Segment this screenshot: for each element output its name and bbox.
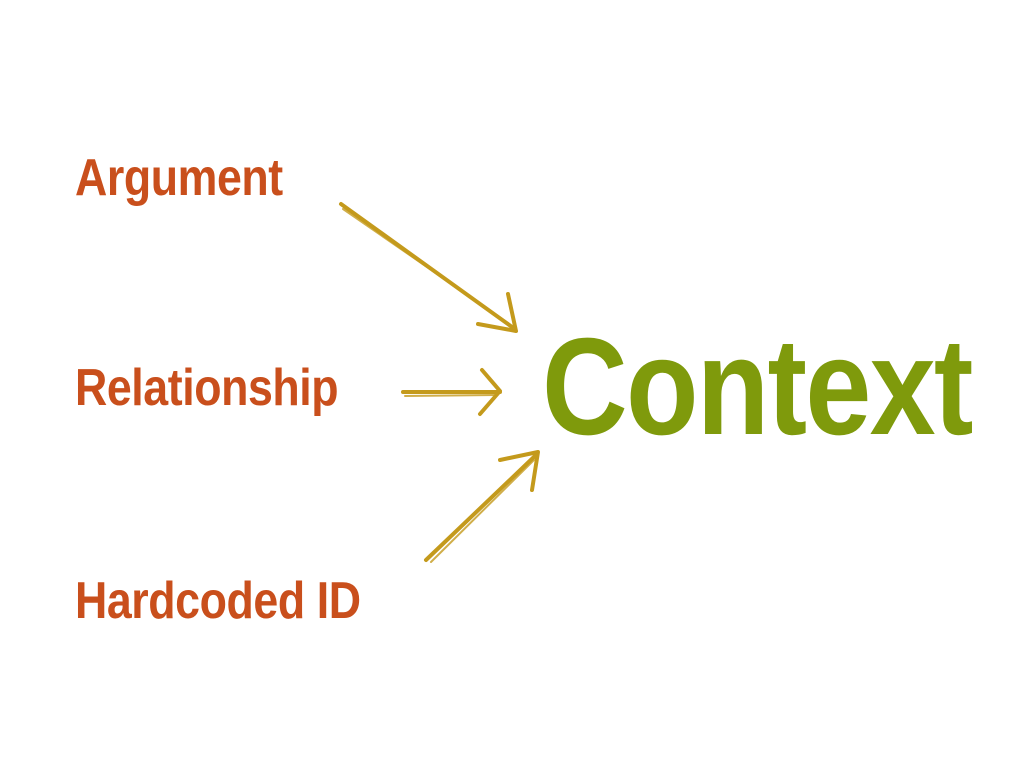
source-label-hardcoded-id: Hardcoded ID	[75, 572, 361, 630]
source-label-relationship: Relationship	[75, 359, 339, 417]
arrow-hardcodedid-to-context	[424, 450, 540, 563]
target-label-context: Context	[542, 310, 973, 464]
source-label-argument: Argument	[75, 149, 283, 207]
arrow-relationship-to-context	[401, 368, 502, 416]
arrow-argument-to-context	[339, 202, 518, 333]
